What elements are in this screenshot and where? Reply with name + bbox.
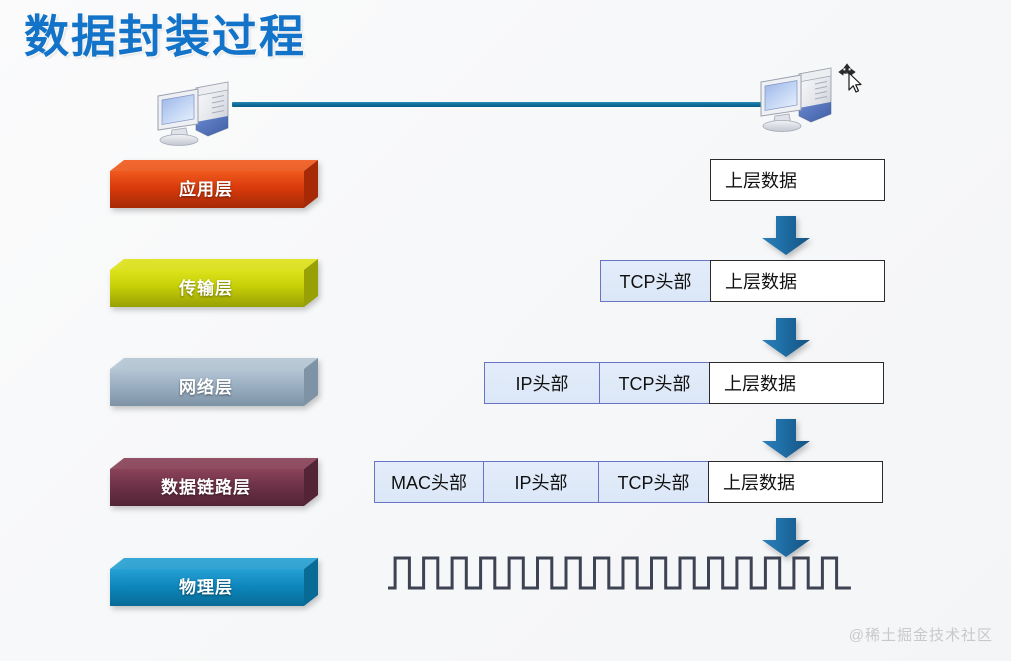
down-arrow-icon-2: [758, 318, 814, 358]
desktop-computer-icon-right: [755, 64, 847, 136]
pdu-cell-header: IP头部: [484, 362, 600, 404]
layer-block-1[interactable]: 应用层: [108, 158, 320, 210]
watermark: @稀土掘金技术社区: [848, 627, 993, 644]
down-arrow-icon-1: [758, 216, 814, 256]
down-arrow-icon-4: [758, 518, 814, 558]
pdu-cell-payload: 上层数据: [710, 260, 885, 302]
pdu-row-2: TCP头部上层数据: [600, 260, 885, 302]
layer-block-5[interactable]: 物理层: [108, 556, 320, 608]
pdu-cell-header: IP头部: [483, 461, 599, 503]
layer-block-4[interactable]: 数据链路层: [108, 456, 320, 508]
pdu-cell-payload: 上层数据: [708, 461, 883, 503]
pdu-cell-header: MAC头部: [374, 461, 484, 503]
layer-block-3[interactable]: 网络层: [108, 356, 320, 408]
pdu-cell-header: TCP头部: [600, 260, 711, 302]
network-link-line: [232, 102, 772, 107]
pdu-cell-payload: 上层数据: [710, 159, 885, 201]
page-title: 数据封装过程: [24, 11, 307, 62]
desktop-computer-icon-left: [152, 78, 244, 150]
layer-block-2[interactable]: 传输层: [108, 257, 320, 309]
pdu-row-1: 上层数据: [710, 159, 885, 201]
square-wave-icon: [388, 552, 858, 596]
pdu-cell-payload: 上层数据: [709, 362, 884, 404]
move-cursor-icon: [838, 63, 866, 97]
pdu-cell-header: TCP头部: [598, 461, 709, 503]
down-arrow-icon-3: [758, 419, 814, 459]
pdu-cell-header: TCP头部: [599, 362, 710, 404]
